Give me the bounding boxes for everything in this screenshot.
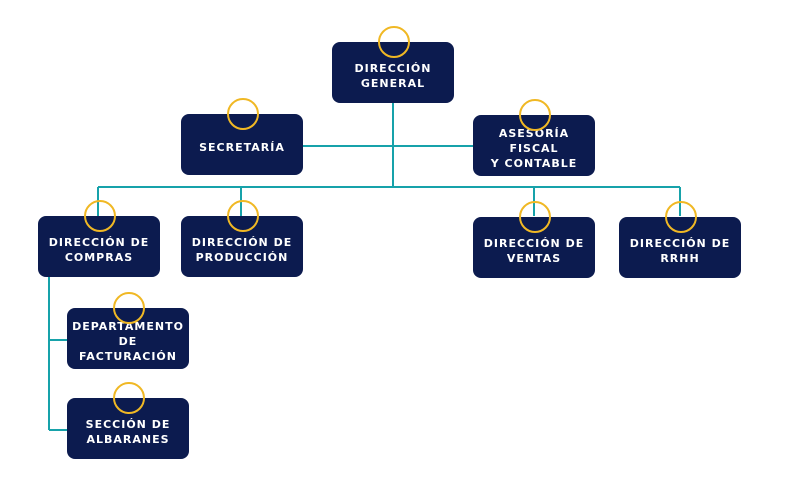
node-ring [665,201,697,233]
node-ring [113,292,145,324]
node-label: SECRETARÍA [199,141,285,154]
node-label: DIRECCIÓN DE PRODUCCIÓN [191,235,293,264]
node-label: SECCIÓN DE ALBARANES [85,417,171,446]
node-label: DIRECCIÓN GENERAL [354,61,432,90]
node-label: DIRECCIÓN DE COMPRAS [48,235,150,264]
node-label: DIRECCIÓN DE RRHH [629,236,731,265]
node-ring [519,99,551,131]
node-seccion-albaranes[interactable]: SECCIÓN DE ALBARANES [67,382,189,459]
node-ring [519,201,551,233]
node-label: ASESORÍA FISCAL Y CONTABLE [490,127,578,170]
node-ring [113,382,145,414]
node-label: DIRECCIÓN DE VENTAS [483,236,585,265]
node-ring [84,200,116,232]
node-direccion-rrhh[interactable]: DIRECCIÓN DE RRHH [619,201,741,278]
node-ring [227,200,259,232]
node-direccion-compras[interactable]: DIRECCIÓN DE COMPRAS [38,200,160,277]
node-asesoria-fiscal[interactable]: ASESORÍA FISCAL Y CONTABLE [473,99,595,176]
node-departamento-facturacion[interactable]: DEPARTAMENTO DE FACTURACIÓN [67,292,189,369]
node-direccion-ventas[interactable]: DIRECCIÓN DE VENTAS [473,201,595,278]
node-secretaria[interactable]: SECRETARÍA [181,98,303,175]
node-label: DEPARTAMENTO DE FACTURACIÓN [72,320,184,363]
node-direccion-produccion[interactable]: DIRECCIÓN DE PRODUCCIÓN [181,200,303,277]
node-ring [378,26,410,58]
node-direccion-general[interactable]: DIRECCIÓN GENERAL [332,26,454,103]
node-ring [227,98,259,130]
